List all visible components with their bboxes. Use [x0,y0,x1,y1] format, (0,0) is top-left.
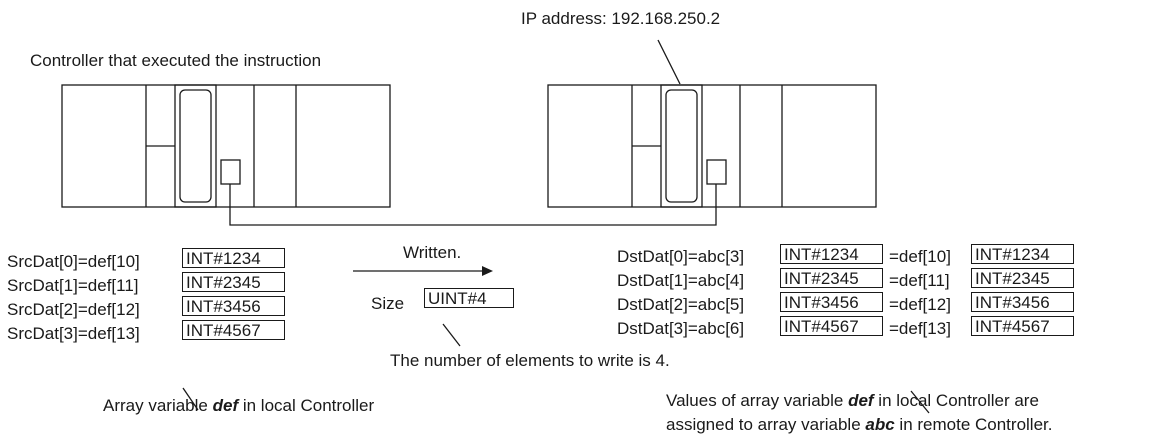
dst-row-def-value: INT#3456 [971,292,1074,312]
src-row-label: SrcDat[3]=def[13] [7,324,140,343]
controller-caption: Controller that executed the instruction [30,51,322,70]
local-controller-illustration [61,84,391,208]
local-array-note-post: in local Controller [238,396,375,415]
dst-row-value: INT#2345 [780,268,883,288]
dst-row-def-value: INT#4567 [971,316,1074,336]
src-row-label: SrcDat[1]=def[11] [7,276,139,295]
dst-row-label: DstDat[0]=abc[3] [617,247,745,266]
dst-row-def-label: =def[10] [889,247,951,266]
remote-controller-illustration [547,84,877,208]
size-label: Size [371,294,405,313]
local-array-note-var: def [212,396,239,415]
dst-row-def-value: INT#2345 [971,268,1074,288]
written-label: Written. [403,243,462,262]
dst-row-label: DstDat[3]=abc[6] [617,319,745,338]
assign-note-l2-var: abc [865,415,895,434]
src-row-label: SrcDat[2]=def[12] [7,300,140,319]
remote-array-leader-line [910,390,930,414]
src-row-value: INT#4567 [182,320,285,340]
assign-note-line-1: Values of array variable def in local Co… [666,391,1039,411]
local-array-note-pre: Array variable [103,396,213,415]
network-cable [229,184,717,226]
dst-row-value: INT#3456 [780,292,883,312]
dst-row-label: DstDat[2]=abc[5] [617,295,745,314]
assign-note-l1-post: in local Controller are [873,391,1039,410]
assign-note-line-2: assigned to array variable abc in remote… [666,415,1052,435]
dst-row-def-label: =def[13] [889,319,951,338]
write-arrow-head [482,266,493,276]
size-value: UINT#4 [424,288,514,308]
dst-row-def-value: INT#1234 [971,244,1074,264]
dst-row-value: INT#1234 [780,244,883,264]
local-array-note: Array variable def in local Controller [103,396,374,416]
dst-row-value: INT#4567 [780,316,883,336]
ip-address-label: IP address: 192.168.250.2 [521,9,721,28]
src-row-value: INT#2345 [182,272,285,292]
ip-leader-line [657,39,681,85]
assign-note-l2-post: in remote Controller. [894,415,1053,434]
size-leader-line [442,323,461,347]
src-row-label: SrcDat[0]=def[10] [7,252,140,271]
assign-note-l2-pre: assigned to array variable [666,415,866,434]
dst-row-def-label: =def[12] [889,295,951,314]
assign-note-l1-var: def [848,391,874,410]
assign-note-l1-pre: Values of array variable [666,391,849,410]
dst-row-def-label: =def[11] [889,271,950,290]
local-array-leader-line [182,387,199,411]
src-row-value: INT#1234 [182,248,285,268]
src-row-value: INT#3456 [182,296,285,316]
dst-row-label: DstDat[1]=abc[4] [617,271,745,290]
elements-note: The number of elements to write is 4. [390,351,670,370]
